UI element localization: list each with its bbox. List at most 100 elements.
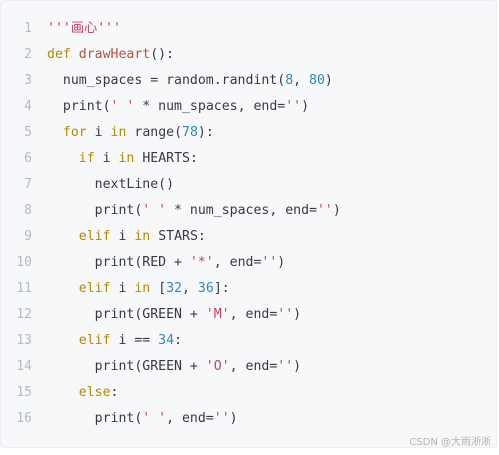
line-number: 8 — [24, 203, 32, 218]
code-text: print(' ' * num_spaces, end='') — [47, 94, 309, 120]
code-line: 5 for i in range(78): — [1, 120, 496, 146]
code-token-keyword: for — [62, 125, 87, 140]
code-token-string: '' — [316, 203, 333, 218]
code-token-keyword: in — [118, 151, 135, 166]
code-token-number: 78 — [182, 125, 198, 140]
code-token-text: * num_spaces, end= — [166, 203, 317, 218]
code-text: num_spaces = random.randint(8, 80) — [47, 68, 333, 94]
code-token-text — [47, 333, 79, 348]
code-token-text: print(GREEN + — [47, 359, 206, 374]
code-token-text: ) — [324, 73, 333, 88]
code-text: print(GREEN + 'M', end='') — [47, 302, 301, 328]
code-token-string: 'M' — [205, 307, 230, 322]
code-token-keyword: def — [47, 47, 79, 62]
code-token-keyword: elif — [78, 229, 111, 244]
code-text: elif i == 34: — [47, 328, 182, 354]
code-token-keyword: in — [134, 281, 151, 296]
code-line: 2 def drawHeart(): — [1, 42, 496, 68]
line-number: 11 — [16, 281, 32, 296]
code-token-text — [47, 125, 63, 140]
line-number: 15 — [16, 385, 32, 400]
code-token-text: ) — [229, 411, 238, 426]
code-token-text: i == — [110, 333, 159, 348]
line-number: 6 — [24, 151, 32, 166]
code-token-text: ) — [277, 255, 286, 270]
code-line: 4 print(' ' * num_spaces, end='') — [1, 94, 496, 120]
code-line: 8 print(' ' * num_spaces, end='') — [1, 198, 496, 224]
code-token-text — [47, 281, 79, 296]
code-token-string: '' — [285, 99, 302, 114]
code-token-number: 32 — [166, 281, 183, 296]
code-token-text — [47, 229, 79, 244]
code-token-string: '*' — [189, 255, 214, 270]
code-text: print(RED + '*', end='') — [47, 250, 286, 276]
code-token-text: print(GREEN + — [47, 307, 206, 322]
code-line: 6 if i in HEARTS: — [1, 146, 496, 172]
line-number: 3 — [24, 73, 32, 88]
code-token-keyword: elif — [78, 333, 111, 348]
code-token-text: i — [86, 125, 111, 140]
code-token-text: num_spaces = random.randint( — [47, 73, 286, 88]
code-token-text: ) — [293, 359, 302, 374]
line-number: 4 — [24, 99, 32, 114]
code-token-keyword: in — [110, 125, 127, 140]
code-token-text: HEARTS: — [134, 151, 198, 166]
code-token-number: 34 — [158, 333, 175, 348]
code-token-text: : — [110, 385, 119, 400]
code-token-text: nextLine() — [47, 177, 175, 192]
line-number: 9 — [24, 229, 32, 244]
code-token-function: drawHeart — [78, 47, 151, 62]
code-token-string: '' — [213, 411, 230, 426]
code-line: 11 elif i in [32, 36]: — [1, 276, 496, 302]
code-line: 13 elif i == 34: — [1, 328, 496, 354]
line-number: 13 — [16, 333, 32, 348]
code-token-string: ' ' — [142, 203, 167, 218]
code-token-text: , — [182, 281, 198, 296]
code-token-text: STARS: — [150, 229, 206, 244]
code-token-number: 8 — [285, 73, 294, 88]
code-line: 15 else: — [1, 380, 496, 406]
code-line: 10 print(RED + '*', end='') — [1, 250, 496, 276]
code-token-text: , — [293, 73, 310, 88]
code-token-string: '' — [261, 255, 278, 270]
code-token-text: : — [174, 333, 183, 348]
code-token-number: 80 — [309, 73, 325, 88]
code-token-text — [47, 151, 79, 166]
code-token-text: , end= — [213, 255, 262, 270]
code-token-text: print( — [47, 99, 111, 114]
line-number: 14 — [16, 359, 32, 374]
code-token-text: ]: — [213, 281, 230, 296]
code-line: 3 num_spaces = random.randint(8, 80) — [1, 68, 496, 94]
code-line: 12 print(GREEN + 'M', end='') — [1, 302, 496, 328]
code-token-text: print( — [47, 203, 143, 218]
line-number: 10 — [16, 255, 32, 270]
code-text: for i in range(78): — [47, 120, 214, 146]
code-token-keyword: else — [78, 385, 111, 400]
code-text: print(' ', end='') — [47, 406, 238, 432]
code-token-text: , end= — [166, 411, 214, 426]
code-line: 9 elif i in STARS: — [1, 224, 496, 250]
code-token-text: ) — [332, 203, 341, 218]
code-token-string: ' ' — [142, 411, 167, 426]
code-text: print(GREEN + 'O', end='') — [47, 354, 301, 380]
code-token-string: '''画心''' — [47, 21, 122, 36]
code-text: def drawHeart(): — [47, 42, 174, 68]
code-token-text: [ — [150, 281, 167, 296]
code-line: 7 nextLine() — [1, 172, 496, 198]
line-number: 2 — [24, 47, 32, 62]
code-token-text: , end= — [229, 307, 278, 322]
line-number: 5 — [24, 125, 32, 140]
code-text: elif i in [32, 36]: — [47, 276, 230, 302]
code-token-text — [47, 385, 79, 400]
code-token-string: ' ' — [110, 99, 135, 114]
code-token-text: ) — [301, 99, 310, 114]
code-text: nextLine() — [47, 172, 174, 198]
code-token-text: * num_spaces, end= — [134, 99, 286, 114]
code-token-text: i — [110, 229, 135, 244]
code-token-text: i — [110, 281, 135, 296]
watermark: CSDN @大雨淅淅 — [409, 437, 491, 448]
line-number: 12 — [16, 307, 32, 322]
code-token-text: print( — [47, 411, 143, 426]
code-token-text: ) — [293, 307, 302, 322]
